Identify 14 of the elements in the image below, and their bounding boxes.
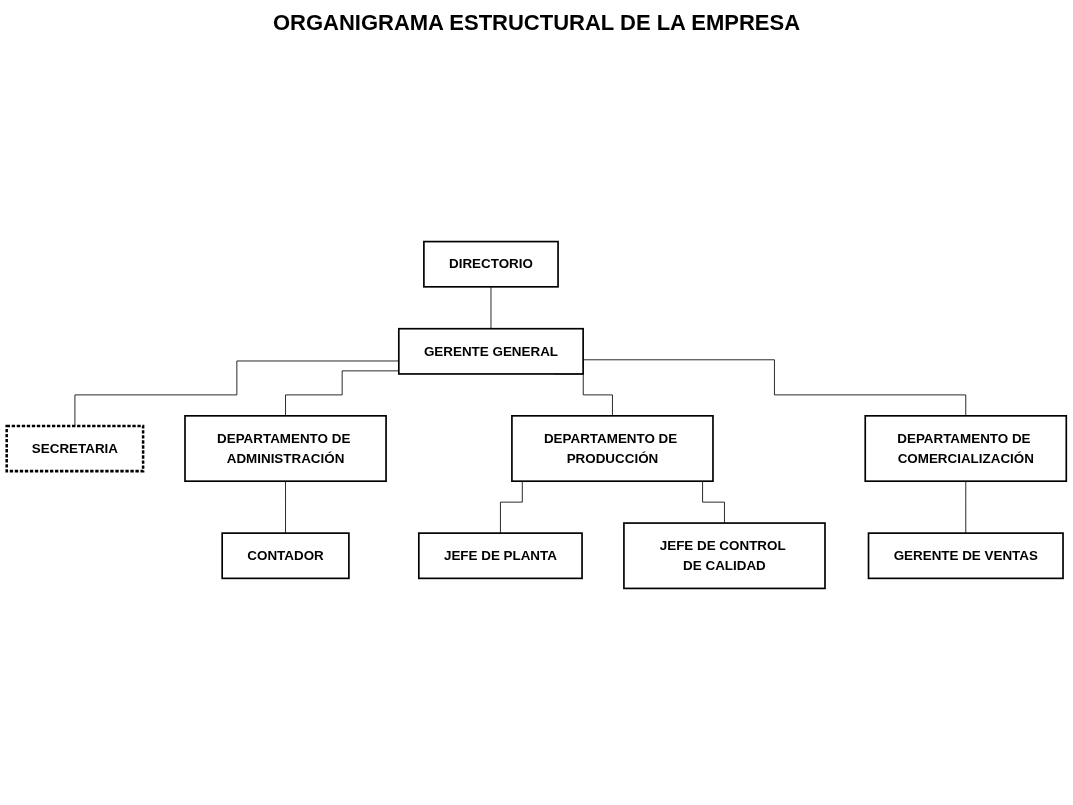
diagram-title: ORGANIGRAMA ESTRUCTURAL DE LA EMPRESA — [271, 10, 802, 36]
node-box: GERENTE DE VENTAS — [867, 532, 1064, 580]
connector — [490, 286, 492, 330]
node-box: DEPARTAMENTO DE COMERCIALIZACIÓN — [864, 415, 1068, 482]
node-box: DIRECTORIO — [423, 240, 559, 288]
connector — [285, 480, 286, 534]
node-box: GERENTE GENERAL — [397, 327, 584, 375]
connector — [965, 480, 967, 534]
node-box: SECRETARIA — [5, 424, 145, 473]
node-box: DEPARTAMENTO DE ADMINISTRACIÓN — [184, 415, 387, 482]
node-box: DEPARTAMENTO DE PRODUCCIÓN — [511, 415, 714, 482]
node-box: JEFE DE PLANTA — [418, 532, 583, 580]
node-box: CONTADOR — [221, 532, 350, 580]
node-box: JEFE DE CONTROL DE CALIDAD — [623, 522, 826, 590]
